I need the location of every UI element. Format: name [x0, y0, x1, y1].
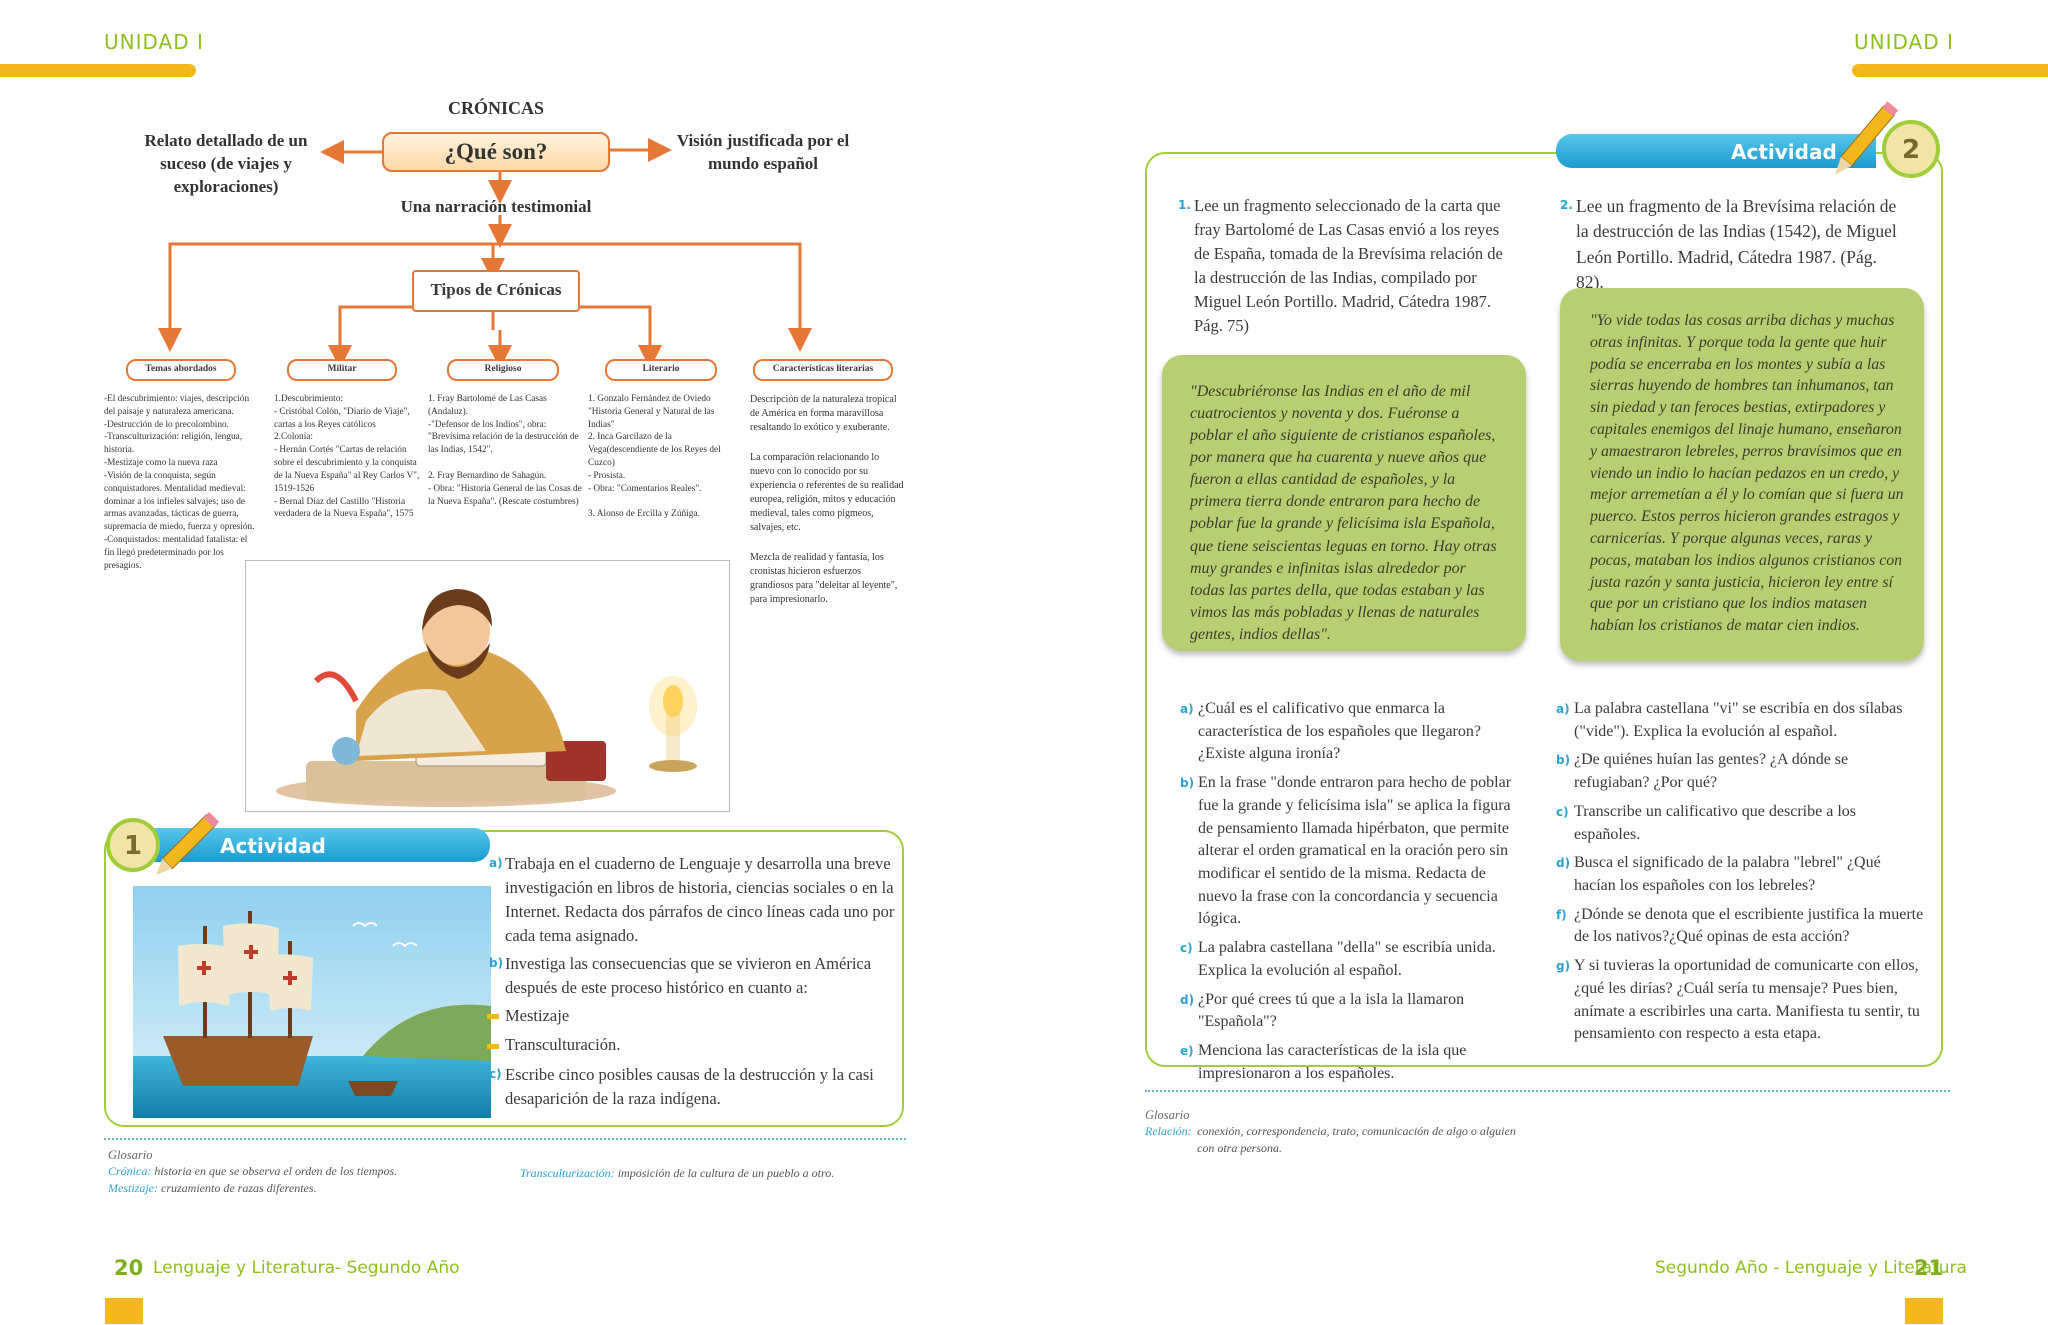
header-bar-right [1852, 64, 2048, 77]
category-religious: Religioso [447, 359, 559, 381]
activity-2-number: 2 [1882, 120, 1940, 178]
mindmap-title: CRÓNICAS [448, 98, 545, 118]
glossary-title: Glosario [108, 1148, 153, 1162]
quote-1-text: "Descubriéronse las Indias en el año de … [1190, 383, 1497, 643]
bullet-item-mestizaje: Mestizaje [487, 1004, 897, 1028]
mindmap-right-node: Visión justificada por el mundo español [676, 131, 850, 173]
question-item: b) En la frase "donde entraron para hech… [1180, 774, 1512, 928]
bullet-item-transculturacion: Transculturación. [487, 1033, 897, 1057]
category-literary-features: Características literarias [753, 359, 893, 381]
question-item: b) ¿De quiénes huían las gentes? ¿A dónd… [1556, 751, 1849, 792]
pencil-icon [1834, 101, 1899, 175]
question-item: c) La palabra castellana "della" se escr… [1180, 939, 1496, 979]
question-1-text: Lee un fragmento seleccionado de la cart… [1194, 196, 1503, 335]
question-a-text: Trabaja en el cuaderno de Lenguaje y des… [505, 854, 895, 945]
feature-paragraph-3: Mezcla de realidad y fantasía, los croni… [750, 552, 898, 605]
activity-2-frame [1145, 152, 1943, 1067]
header-bar-left [0, 64, 196, 77]
mindmap-below-node: Una narración testimonial [400, 197, 592, 216]
footer-title-left: Lenguaje y Literatura- Segundo Año [153, 1258, 460, 1278]
activity-2-banner: Actividad [1556, 134, 1876, 168]
column-literary: 1. Gonzalo Fernández de Oviedo "Historia… [588, 394, 721, 520]
glossary-divider-right [1145, 1090, 1950, 1092]
category-themes: Temas abordados [126, 359, 236, 381]
footer-box-right [1905, 1298, 1943, 1324]
page-number-right: 21 [1914, 1256, 1944, 1280]
unit-label-right: UNIDAD I [1854, 30, 1954, 54]
chronicler-illustration [245, 560, 730, 812]
question-2-label: 2. [1560, 198, 1573, 212]
category-literary: Literario [605, 359, 717, 381]
feature-paragraph-2: La comparación relacionando lo nuevo con… [750, 452, 904, 533]
activity-2-question-2: 2. Lee un fragmento de la Brevísima rela… [1560, 194, 1900, 296]
activity-2-question-1: 1. Lee un fragmento seleccionado de la c… [1178, 194, 1508, 338]
column-themes: -El descubrimiento: viajes, descripción … [104, 394, 255, 571]
bullet-icon [487, 1044, 499, 1050]
question-b-label: b) [489, 955, 504, 970]
footer-title-right: Segundo Año - Lenguaje y Literatura [1655, 1258, 1967, 1278]
question-item: d) ¿Por qué crees tú que a la isla la ll… [1180, 990, 1465, 1031]
question-item: f) ¿Dónde se denota que el escribiente j… [1556, 905, 1924, 946]
category-military: Militar [287, 359, 397, 381]
quote-box-1: "Descubriéronse las Indias en el año de … [1162, 355, 1526, 651]
question-1-label: 1. [1178, 198, 1191, 212]
footer-box-left [105, 1298, 143, 1324]
question-item: a) La palabra castellana "vi" se escribí… [1556, 700, 1903, 740]
mindmap-types-node: Tipos de Crónicas [412, 270, 580, 312]
question-item: e) Menciona las características de la is… [1180, 1042, 1467, 1082]
question-b-text: Investiga las consecuencias que se vivie… [505, 953, 872, 997]
questions-left-list: a) ¿Cuál es el calificativo que enmarca … [1180, 698, 1525, 1086]
activity-1-frame [104, 830, 904, 1127]
question-a-label: a) [489, 856, 503, 870]
glossary-divider-left [104, 1138, 906, 1140]
quote-box-2: "Yo vide todas las cosas arriba dichas y… [1560, 288, 1924, 661]
question-item: c) Transcribe un calificativo que descri… [1556, 802, 1856, 843]
question-item: a) ¿Cuál es el calificativo que enmarca … [1180, 700, 1481, 763]
activity-1-questions: a) Trabaja en el cuaderno de Lenguaje y … [487, 852, 897, 1111]
mindmap-left-node: Relato detallado de un suceso (de viajes… [144, 131, 308, 196]
question-item: g) Y si tuvieras la oportunidad de comun… [1556, 957, 1920, 1043]
question-c-text: Escribe cinco posibles causas de la dest… [505, 1065, 874, 1109]
feature-paragraph-1: Descripción de la naturaleza tropical de… [750, 394, 897, 433]
question-c-label: c) [489, 1067, 502, 1082]
pencil-icon [156, 812, 220, 875]
quote-2-text: "Yo vide todas las cosas arriba dichas y… [1590, 312, 1904, 635]
activity-1-number: 1 [106, 818, 160, 872]
bullet-icon [487, 1014, 499, 1020]
page-number-left: 20 [114, 1256, 144, 1280]
question-2-text: Lee un fragmento de la Brevísima relació… [1576, 196, 1897, 293]
question-item: d) Busca el significado de la palabra "l… [1556, 854, 1881, 895]
column-military: 1.Descubrimiento: - Cristóbal Colón, "Di… [274, 394, 420, 520]
glossary-left: Glosario Crónica: historia en que se obs… [108, 1148, 908, 1197]
glossary-right: Glosario Relación: conexión, corresponde… [1145, 1108, 1525, 1157]
unit-label-left: UNIDAD I [104, 30, 204, 54]
mindmap-connectors [158, 138, 812, 369]
mindmap-center-node: ¿Qué son? [382, 132, 610, 172]
glossary-title: Glosario [1145, 1108, 1190, 1122]
column-religious: 1. Fray Bartolomé de Las Casas (Andaluz)… [428, 394, 582, 507]
ship-illustration [133, 886, 491, 1118]
questions-right-list: a) La palabra castellana "vi" se escribí… [1556, 698, 1926, 1046]
column-literary-features: Descripción de la naturaleza tropical de… [750, 393, 906, 607]
